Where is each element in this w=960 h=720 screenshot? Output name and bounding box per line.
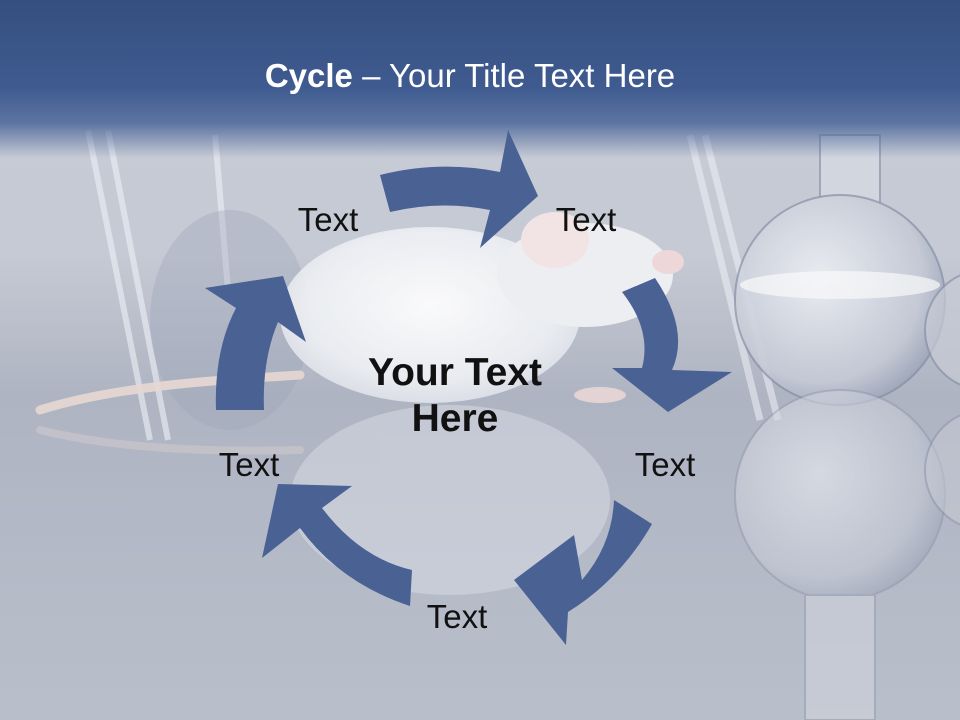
right-flask-reflection bbox=[734, 389, 946, 720]
mouse bbox=[35, 212, 684, 415]
title-bold-part: Cycle bbox=[264, 57, 353, 94]
title-bar bbox=[0, 0, 960, 158]
cycle-arrow-top bbox=[380, 130, 538, 248]
cycle-arrow-left bbox=[205, 276, 306, 410]
cycle-arrow-right bbox=[612, 278, 732, 412]
cycle-label-bottom: Text bbox=[426, 598, 488, 635]
cycle-label-right: Text bbox=[634, 446, 696, 483]
slide-title: Cycle – Your Title Text Here bbox=[0, 56, 940, 96]
cycle-arrow-bottom-right bbox=[514, 500, 652, 645]
right-flask bbox=[734, 134, 946, 406]
cycle-label-top-left: Text bbox=[297, 201, 359, 238]
title-rest-part: – Your Title Text Here bbox=[352, 57, 676, 94]
cycle-label-left: Text bbox=[218, 446, 280, 483]
cycle-label-top-right: Text bbox=[555, 201, 617, 238]
mouse-reflection bbox=[36, 405, 610, 595]
cycle-arrows bbox=[205, 130, 732, 645]
cycle-arrow-bottom-left bbox=[262, 484, 412, 606]
center-text: Your Text Here bbox=[367, 351, 543, 440]
